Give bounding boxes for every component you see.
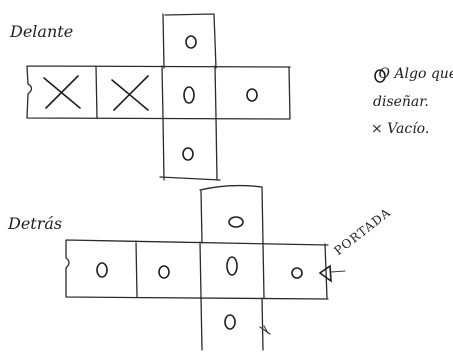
legend-o-line2: diseñar. bbox=[373, 94, 429, 110]
back-o-mark-1 bbox=[96, 262, 108, 278]
back-o-mark-center bbox=[226, 256, 238, 276]
front-row-outline bbox=[26, 65, 291, 120]
front-cell-bottom-outline bbox=[159, 117, 221, 181]
front-x-mark-1 bbox=[43, 75, 81, 109]
back-small-stroke bbox=[259, 325, 271, 335]
front-x-mark-2 bbox=[111, 75, 149, 111]
legend-o-line1: O Algo que bbox=[378, 66, 453, 82]
legend-o-symbol bbox=[374, 69, 386, 83]
back-cell-top-outline bbox=[199, 184, 264, 244]
label-front: Delante bbox=[10, 22, 74, 41]
back-net bbox=[65, 184, 329, 351]
front-cell-top-outline bbox=[162, 13, 217, 69]
legend-o-text: OO Algo que bbox=[375, 66, 453, 82]
front-net bbox=[26, 13, 291, 181]
back-o-mark-right bbox=[291, 267, 303, 279]
front-o-mark-bottom bbox=[182, 147, 194, 161]
legend-x-text: × Vacío. bbox=[371, 121, 430, 137]
front-o-mark-top bbox=[185, 35, 197, 49]
front-o-mark-center bbox=[183, 86, 195, 104]
back-o-mark-2 bbox=[158, 265, 170, 279]
front-o-mark-right bbox=[246, 88, 258, 102]
arrow-shaft bbox=[330, 270, 346, 273]
back-row-outline bbox=[65, 239, 329, 300]
back-o-mark-bottom bbox=[224, 314, 236, 330]
portada-arrow bbox=[318, 264, 346, 283]
back-cell-bottom-outline bbox=[200, 296, 264, 351]
label-back: Detrás bbox=[8, 214, 63, 233]
arrow-head-icon bbox=[318, 264, 332, 283]
back-o-mark-top bbox=[228, 216, 244, 228]
